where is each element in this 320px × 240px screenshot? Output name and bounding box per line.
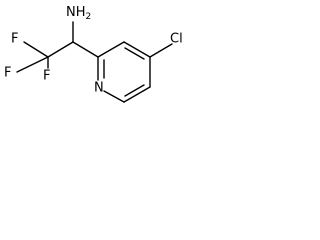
ring-bond-c6-n [103, 90, 125, 103]
fluorine-lower-label: F [43, 69, 50, 84]
atom-labels: NH2 F F F N Cl [4, 5, 183, 96]
molecule-structure: NH2 F F F N Cl [4, 5, 183, 103]
bond-c-f-left [16, 56, 49, 73]
bond-c-pyridine [72, 41, 99, 58]
bond-c-f-upper [23, 41, 49, 58]
bond-c-cl [149, 43, 173, 58]
ring-bond-c3-c4 [123, 41, 151, 58]
bond-set [16, 21, 173, 103]
fluorine-left-label: F [4, 66, 11, 81]
bond-c-cf3 [47, 41, 74, 58]
fluorine-upper-label: F [11, 32, 18, 47]
ring-double-c3-c4 [124, 47, 145, 60]
amine-label: NH2 [66, 5, 91, 22]
ring-bond-c5-c6 [123, 86, 151, 103]
ring-nitrogen-label: N [94, 81, 104, 96]
ring-double-c5-c6 [124, 84, 145, 97]
ring-bond-c2-c3 [97, 41, 125, 58]
chlorine-label: Cl [170, 32, 183, 47]
